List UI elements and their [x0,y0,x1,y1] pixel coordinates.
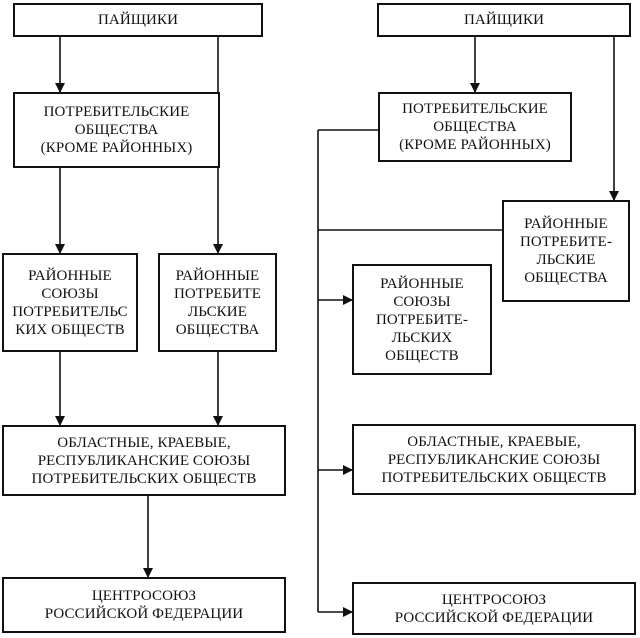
left-regional-unions-label: ОБЛАСТНЫЕ, КРАЕВЫЕ, РЕСПУБЛИКАНСКИЕ СОЮЗ… [31,434,257,487]
right-centrosoyuz-box: ЦЕНТРОСОЮЗ РОССИЙСКОЙ ФЕДЕРАЦИИ [352,582,636,635]
right-district-unions-box: РАЙОННЫЕ СОЮЗЫ ПОТРЕБИТЕ- ЛЬСКИХ ОБЩЕСТВ [352,264,492,375]
left-regional-unions-box: ОБЛАСТНЫЕ, КРАЕВЫЕ, РЕСПУБЛИКАНСКИЕ СОЮЗ… [2,425,286,496]
right-consumer-societies-box: ПОТРЕБИТЕЛЬСКИЕ ОБЩЕСТВА (КРОМЕ РАЙОННЫХ… [378,92,572,162]
left-shareholders-box: ПАЙЩИКИ [13,3,263,37]
right-regional-unions-box: ОБЛАСТНЫЕ, КРАЕВЫЕ, РЕСПУБЛИКАНСКИЕ СОЮЗ… [352,424,636,495]
right-regional-unions-label: ОБЛАСТНЫЕ, КРАЕВЫЕ, РЕСПУБЛИКАНСКИЕ СОЮЗ… [381,433,607,486]
left-district-societies-box: РАЙОННЫЕ ПОТРЕБИТЕ ЛЬСКИЕ ОБЩЕСТВА [158,253,277,352]
right-shareholders-box: ПАЙЩИКИ [377,3,631,37]
left-district-unions-label: РАЙОННЫЕ СОЮЗЫ ПОТРЕБИТЕЛЬС КИХ ОБЩЕСТВ [12,267,128,338]
right-consumer-societies-label: ПОТРЕБИТЕЛЬСКИЕ ОБЩЕСТВА (КРОМЕ РАЙОННЫХ… [399,101,551,153]
right-centrosoyuz-label: ЦЕНТРОСОЮЗ РОССИЙСКОЙ ФЕДЕРАЦИИ [394,591,594,626]
left-consumer-societies-box: ПОТРЕБИТЕЛЬСКИЕ ОБЩЕСТВА (КРОМЕ РАЙОННЫХ… [13,92,220,168]
right-district-societies-label: РАЙОННЫЕ ПОТРЕБИТЕ- ЛЬСКИЕ ОБЩЕСТВА [519,216,613,286]
left-centrosoyuz-box: ЦЕНТРОСОЮЗ РОССИЙСКОЙ ФЕДЕРАЦИИ [2,577,286,633]
right-shareholders-label: ПАЙЩИКИ [464,12,544,28]
left-centrosoyuz-label: ЦЕНТРОСОЮЗ РОССИЙСКОЙ ФЕДЕРАЦИИ [44,588,244,622]
left-consumer-societies-label: ПОТРЕБИТЕЛЬСКИЕ ОБЩЕСТВА (КРОМЕ РАЙОННЫХ… [40,104,193,156]
right-district-societies-box: РАЙОННЫЕ ПОТРЕБИТЕ- ЛЬСКИЕ ОБЩЕСТВА [502,200,630,302]
left-district-unions-box: РАЙОННЫЕ СОЮЗЫ ПОТРЕБИТЕЛЬС КИХ ОБЩЕСТВ [2,253,138,352]
left-shareholders-label: ПАЙЩИКИ [98,12,178,28]
right-district-unions-label: РАЙОННЫЕ СОЮЗЫ ПОТРЕБИТЕ- ЛЬСКИХ ОБЩЕСТВ [375,275,469,364]
left-district-societies-label: РАЙОННЫЕ ПОТРЕБИТЕ ЛЬСКИЕ ОБЩЕСТВА [173,267,261,338]
